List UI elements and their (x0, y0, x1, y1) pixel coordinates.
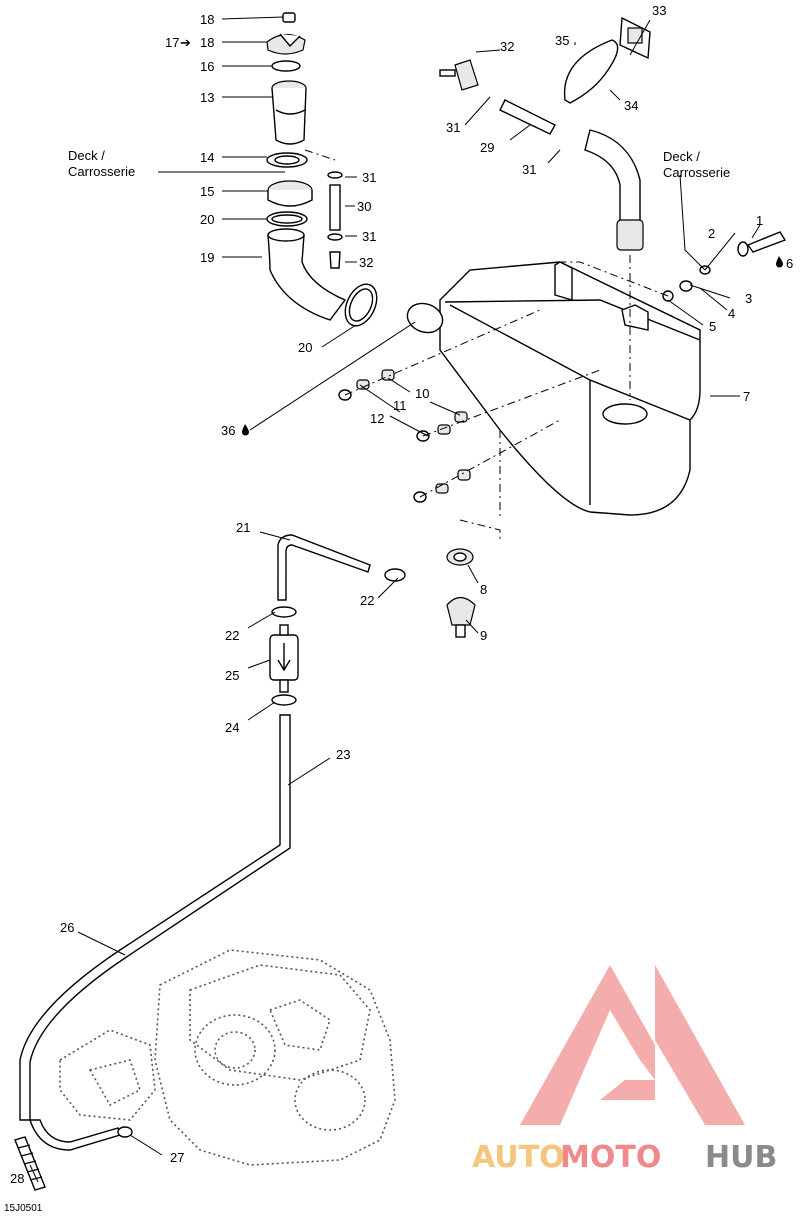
watermark-moto: MOTO (560, 1140, 661, 1175)
neck-gasket-part (266, 152, 308, 168)
filler-cap-part (266, 33, 306, 55)
vent-hose-part (499, 99, 556, 135)
cap-plug-part (282, 12, 296, 23)
callout-24: 24 (225, 720, 239, 735)
callout-16: 16 (200, 59, 214, 74)
vent-bracket-part (619, 16, 651, 60)
callout-31-a: 31 (362, 170, 376, 185)
callout-6: 6 (786, 256, 793, 271)
callout-13: 13 (200, 90, 214, 105)
arrow-icon: ➔ (180, 35, 191, 50)
sealant-drop-icon-2 (776, 256, 783, 268)
spring-guard-part (14, 1136, 46, 1191)
deck-label-left-2: Carrosserie (68, 164, 135, 179)
deck-label-left-1: Deck / (68, 148, 105, 163)
clamp-small-part (271, 568, 406, 706)
callout-33: 33 (652, 3, 666, 18)
callout-7: 7 (743, 389, 750, 404)
callout-17: 17 (165, 35, 179, 50)
vent-elbow-part (584, 129, 644, 251)
callout-27: 27 (170, 1150, 184, 1165)
callout-labels: 18 17 ➔ 18 16 13 Deck / Carrosserie 14 1… (10, 3, 793, 1186)
callout-8: 8 (480, 582, 487, 597)
callout-15: 15 (200, 184, 214, 199)
deck-label-right-1: Deck / (663, 149, 700, 164)
callout-19: 19 (200, 250, 214, 265)
callout-5: 5 (709, 319, 716, 334)
callout-26: 26 (60, 920, 74, 935)
watermark-logo (520, 965, 745, 1125)
callout-29: 29 (480, 140, 494, 155)
callout-22-b: 22 (360, 593, 374, 608)
callout-35: 35 (555, 33, 569, 48)
watermark-hub: HUB (705, 1140, 777, 1175)
callout-25: 25 (225, 668, 239, 683)
callout-11: 11 (393, 398, 407, 413)
vent-tube-short-part (327, 171, 343, 269)
callout-32-b: 32 (500, 39, 514, 54)
fuel-line-tail-part (29, 1119, 133, 1151)
leader-lines (29, 16, 761, 1183)
callout-28: 28 (10, 1171, 24, 1186)
callout-4: 4 (728, 306, 735, 321)
ring-nut-part (267, 180, 313, 207)
callout-32-a: 32 (359, 255, 373, 270)
fuel-tank-part (406, 261, 701, 516)
vent-valve-part (439, 59, 479, 91)
callout-18-b: 18 (200, 35, 214, 50)
fuel-pickup-part (446, 596, 476, 638)
callout-9: 9 (480, 628, 487, 643)
retaining-strap-part (563, 39, 619, 104)
callout-31-c: 31 (446, 120, 460, 135)
assembly-centerlines (304, 149, 669, 540)
fuel-line-upper-part (277, 534, 371, 601)
callout-3: 3 (745, 291, 752, 306)
callout-10: 10 (415, 386, 429, 401)
hose-clamp-lower-part (344, 283, 378, 327)
fuel-filter-part (269, 624, 299, 693)
watermark-auto: AUTO (472, 1140, 565, 1175)
callout-1: 1 (756, 213, 763, 228)
callout-22-a: 22 (225, 628, 239, 643)
grommet-part (446, 548, 474, 566)
sealant-drop-icon (242, 424, 249, 436)
callout-30: 30 (357, 199, 371, 214)
callout-31-b: 31 (362, 229, 376, 244)
hose-clamp-upper-part (266, 211, 308, 227)
callout-2: 2 (708, 226, 715, 241)
bolt-part (662, 231, 787, 302)
filler-hose-part (267, 228, 347, 321)
deck-label-right-2: Carrosserie (663, 165, 730, 180)
cap-gasket-part (271, 60, 301, 72)
callout-34: 34 (624, 98, 638, 113)
engine-outline (59, 949, 396, 1166)
callout-12: 12 (370, 411, 384, 426)
callout-31-d: 31 (522, 162, 536, 177)
callout-21: 21 (236, 520, 250, 535)
filler-neck-part (271, 80, 307, 145)
callout-20-b: 20 (298, 340, 312, 355)
callout-18: 18 (200, 12, 214, 27)
mount-hardware-part (338, 369, 471, 503)
callout-20: 20 (200, 212, 214, 227)
callout-14: 14 (200, 150, 214, 165)
diagram-code: 15J0501 (4, 1203, 43, 1214)
callout-36: 36 (221, 423, 235, 438)
callout-23: 23 (336, 747, 350, 762)
